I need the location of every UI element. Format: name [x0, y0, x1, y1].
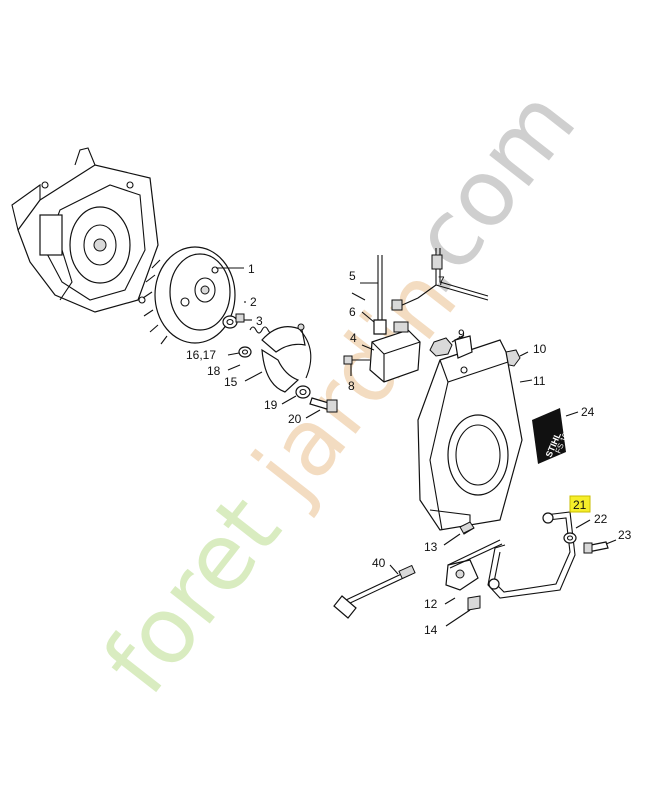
callout-13: 13 — [424, 540, 438, 554]
flywheel — [142, 246, 244, 345]
handle-bracket — [487, 511, 576, 599]
callout-14: 14 — [424, 623, 438, 637]
module-screw — [343, 355, 370, 376]
callout-21-highlight — [569, 495, 591, 513]
callout-5: 5 — [349, 269, 356, 283]
callout-8: 8 — [348, 379, 355, 393]
callout-24: 24 — [581, 405, 595, 419]
short-circuit-wire — [351, 248, 489, 311]
stihl-label-plate: STIHL FS 106 — [532, 408, 579, 464]
watermark-foret: foret — [83, 477, 301, 714]
ignition-lead — [333, 564, 416, 619]
callout-3: 3 — [256, 314, 263, 328]
clutch-shoes — [244, 323, 312, 393]
callout-15: 15 — [224, 375, 238, 389]
ignition-module — [360, 255, 421, 383]
callout-18: 18 — [207, 364, 221, 378]
callout-12: 12 — [424, 597, 438, 611]
callout-4: 4 — [350, 331, 357, 345]
callout-16-17: 16,17 — [186, 348, 216, 362]
nut-and-washer — [222, 301, 252, 329]
washer-and-screw-22-23 — [563, 519, 617, 554]
callout-19: 19 — [264, 398, 278, 412]
ground-clip — [444, 539, 503, 627]
callout-7: 7 — [438, 274, 445, 288]
callout-23: 23 — [618, 528, 632, 542]
callout-10: 10 — [533, 342, 547, 356]
callout-2: 2 — [250, 295, 257, 309]
screw-13 — [443, 521, 475, 546]
callout-11: 11 — [533, 374, 546, 388]
clutch-washer-and-screw — [281, 385, 338, 419]
callouts: 1 2 3 16,17 18 15 19 20 5 6 7 4 8 9 10 1… — [186, 262, 632, 637]
hex-nut-9 — [429, 334, 465, 357]
fan-housing — [417, 335, 533, 531]
callout-9: 9 — [458, 327, 465, 341]
callout-1: 1 — [248, 262, 255, 276]
callout-40: 40 — [372, 556, 386, 570]
callout-21: 21 — [573, 498, 587, 512]
callout-6: 6 — [349, 305, 356, 319]
watermark: foret jardin .com — [83, 70, 596, 714]
clutch-spring — [227, 326, 275, 371]
callout-20: 20 — [288, 412, 302, 426]
callout-22: 22 — [594, 512, 608, 526]
crankcase — [11, 147, 159, 313]
